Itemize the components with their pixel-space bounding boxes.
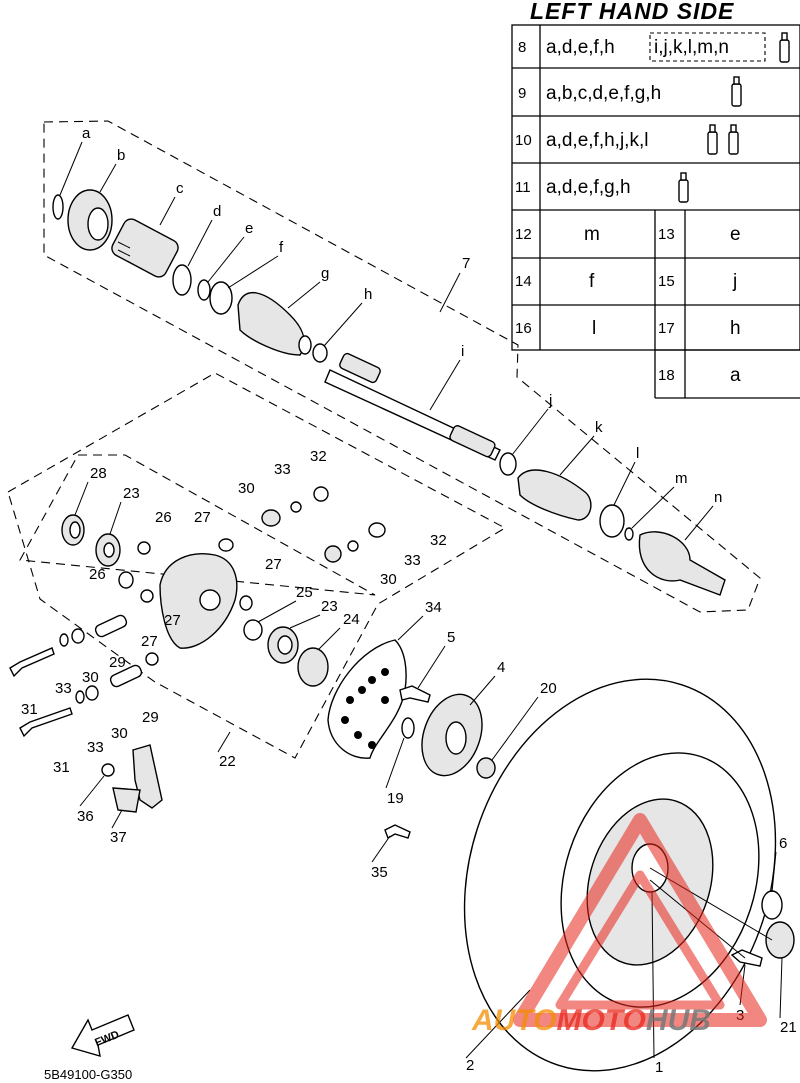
callout-label: 33 xyxy=(404,552,421,569)
callout-label: 26 xyxy=(89,566,106,583)
callout-label: 30 xyxy=(82,669,99,686)
callout-label: 27 xyxy=(164,612,181,629)
knuckle-kit-outline xyxy=(7,372,507,759)
callout-label: 28 xyxy=(90,465,107,482)
callout-label: 22 xyxy=(219,753,236,770)
callout-label: g xyxy=(321,265,329,282)
row-9-value: a,b,c,d,e,f,g,h xyxy=(546,83,661,104)
driveshaft-assembly xyxy=(52,189,726,596)
row-8-boxed-value: i,j,k,l,m,n xyxy=(654,37,729,58)
watermark-text: AUTOMOTOHUB xyxy=(471,1004,711,1037)
callout-label: i xyxy=(461,343,464,360)
callout-label: 36 xyxy=(77,808,94,825)
row-10-num: 10 xyxy=(515,132,532,149)
leader-lines xyxy=(59,141,783,1059)
diagram-title: LEFT HAND SIDE xyxy=(530,0,734,24)
brake-disc xyxy=(327,639,407,759)
callout-label: 32 xyxy=(310,448,327,465)
fwd-arrow-icon: FWD xyxy=(70,1014,135,1057)
callout-label: 1 xyxy=(655,1059,663,1076)
callout-label: h xyxy=(364,286,372,303)
watermark-moto: MOTO xyxy=(556,1004,645,1037)
callout-label: 30 xyxy=(111,725,128,742)
driveshaft-kit-outline xyxy=(43,120,761,613)
diagram-code: 5B49100-G350 xyxy=(44,1067,132,1082)
row-8-value: a,d,e,f,h xyxy=(546,37,615,58)
callout-label: 27 xyxy=(265,556,282,573)
callout-label: e xyxy=(245,220,253,237)
pair-right-num: 13 xyxy=(658,226,675,243)
callout-label: 25 xyxy=(296,584,313,601)
callout-label: 31 xyxy=(21,701,38,718)
callout-label: 29 xyxy=(142,709,159,726)
pair-left-value: l xyxy=(592,318,596,339)
reference-table: 8 a,d,e,f,h i,j,k,l,m,n 9 a,b,c,d,e,f,g,… xyxy=(511,24,800,399)
callout-label: 33 xyxy=(274,461,291,478)
watermark-hub: HUB xyxy=(646,1004,711,1037)
callout-label: 6 xyxy=(779,835,787,852)
pair-left-value: m xyxy=(584,224,600,245)
callout-label: 4 xyxy=(497,659,505,676)
pair-right-num: 15 xyxy=(658,273,675,290)
callout-label: 35 xyxy=(371,864,388,881)
pair-right-value: j xyxy=(732,271,737,292)
callout-label: k xyxy=(595,419,603,436)
callout-label: a xyxy=(82,125,91,142)
pair-left-num: 16 xyxy=(515,320,532,337)
row-8-num: 8 xyxy=(518,39,526,56)
knuckle-assembly xyxy=(9,486,386,813)
watermark-auto: AUTO xyxy=(471,1004,556,1037)
callout-label: 2 xyxy=(466,1057,474,1074)
callout-label: n xyxy=(714,489,722,506)
hub-parts xyxy=(384,685,496,840)
bearing-kit-outline xyxy=(19,454,376,596)
callout-label: 29 xyxy=(109,654,126,671)
callout-label: 23 xyxy=(321,598,338,615)
callout-label: 37 xyxy=(110,829,127,846)
callout-label: 27 xyxy=(194,509,211,526)
grease-tube-icon xyxy=(678,32,790,203)
pair-right-num: 17 xyxy=(658,320,675,337)
callout-label: 34 xyxy=(425,599,442,616)
row-10-value: a,d,e,f,h,j,k,l xyxy=(546,130,648,151)
callout-label: c xyxy=(176,180,184,197)
callout-label: 7 xyxy=(462,255,470,272)
pair-right-num: 18 xyxy=(658,367,675,384)
callout-label: 32 xyxy=(430,532,447,549)
pair-left-num: 12 xyxy=(515,226,532,243)
callout-label: 26 xyxy=(155,509,172,526)
callout-label: 21 xyxy=(780,1019,797,1036)
pair-right-value: e xyxy=(730,224,741,245)
callout-label: f xyxy=(279,239,284,256)
pair-right-value: a xyxy=(730,365,741,386)
callout-label: m xyxy=(675,470,688,487)
callout-label: 33 xyxy=(87,739,104,756)
row-9-num: 9 xyxy=(518,85,526,102)
callout-label: 20 xyxy=(540,680,557,697)
callout-label: 19 xyxy=(387,790,404,807)
callout-label: b xyxy=(117,147,125,164)
pair-left-num: 14 xyxy=(515,273,532,290)
callout-label: 27 xyxy=(141,633,158,650)
callout-label: 23 xyxy=(123,485,140,502)
callout-label: 24 xyxy=(343,611,360,628)
callout-label: 33 xyxy=(55,680,72,697)
row-11-num: 11 xyxy=(515,179,531,196)
callout-label: j xyxy=(548,392,552,409)
pair-right-value: h xyxy=(730,318,741,339)
callout-label: 30 xyxy=(238,480,255,497)
callout-label: 31 xyxy=(53,759,70,776)
row-11-value: a,d,e,f,g,h xyxy=(546,177,631,198)
callout-label: 30 xyxy=(380,571,397,588)
callout-label: 5 xyxy=(447,629,455,646)
automotohub-watermark xyxy=(513,813,767,1027)
callout-label: d xyxy=(213,203,221,220)
callout-label: l xyxy=(636,445,639,462)
pair-left-value: f xyxy=(589,271,595,292)
